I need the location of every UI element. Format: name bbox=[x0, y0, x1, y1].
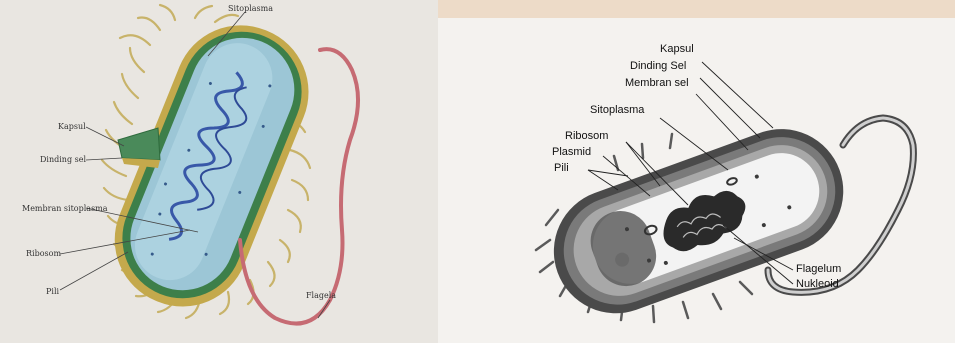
left-bacterium-illustration bbox=[0, 0, 438, 343]
label-ribosome: Ribosom bbox=[26, 249, 61, 258]
label-plasma-membrane: Membran sitoplasma bbox=[22, 204, 108, 213]
label-nucleoid: Nukleoid bbox=[796, 278, 839, 290]
label-cell-wall: Dinding Sel bbox=[630, 60, 686, 72]
label-pili: Pili bbox=[46, 287, 59, 296]
label-flagellum: Flagelum bbox=[796, 263, 841, 275]
label-flagellum: Flagela bbox=[306, 291, 336, 300]
label-cytoplasm: Sitoplasma bbox=[590, 104, 644, 116]
label-ribosome: Ribosom bbox=[565, 130, 608, 142]
label-cell-wall: Dinding sel bbox=[40, 155, 86, 164]
label-capsule: Kapsul bbox=[660, 43, 694, 55]
label-pili: Pili bbox=[554, 162, 569, 174]
label-cytoplasm: Sitoplasma bbox=[228, 4, 273, 13]
right-bacterium-diagram: Kapsul Dinding Sel Membran sel Sitoplasm… bbox=[438, 0, 955, 343]
right-bacterium-illustration bbox=[438, 0, 955, 343]
label-cell-membrane: Membran sel bbox=[625, 77, 689, 89]
right-cell-body bbox=[536, 112, 860, 331]
label-capsule: Kapsul bbox=[58, 122, 86, 131]
left-cutaway-flap bbox=[118, 128, 160, 160]
label-plasmid: Plasmid bbox=[552, 146, 591, 158]
left-bacterium-diagram: Sitoplasma Kapsul Dinding sel Membran si… bbox=[0, 0, 438, 343]
